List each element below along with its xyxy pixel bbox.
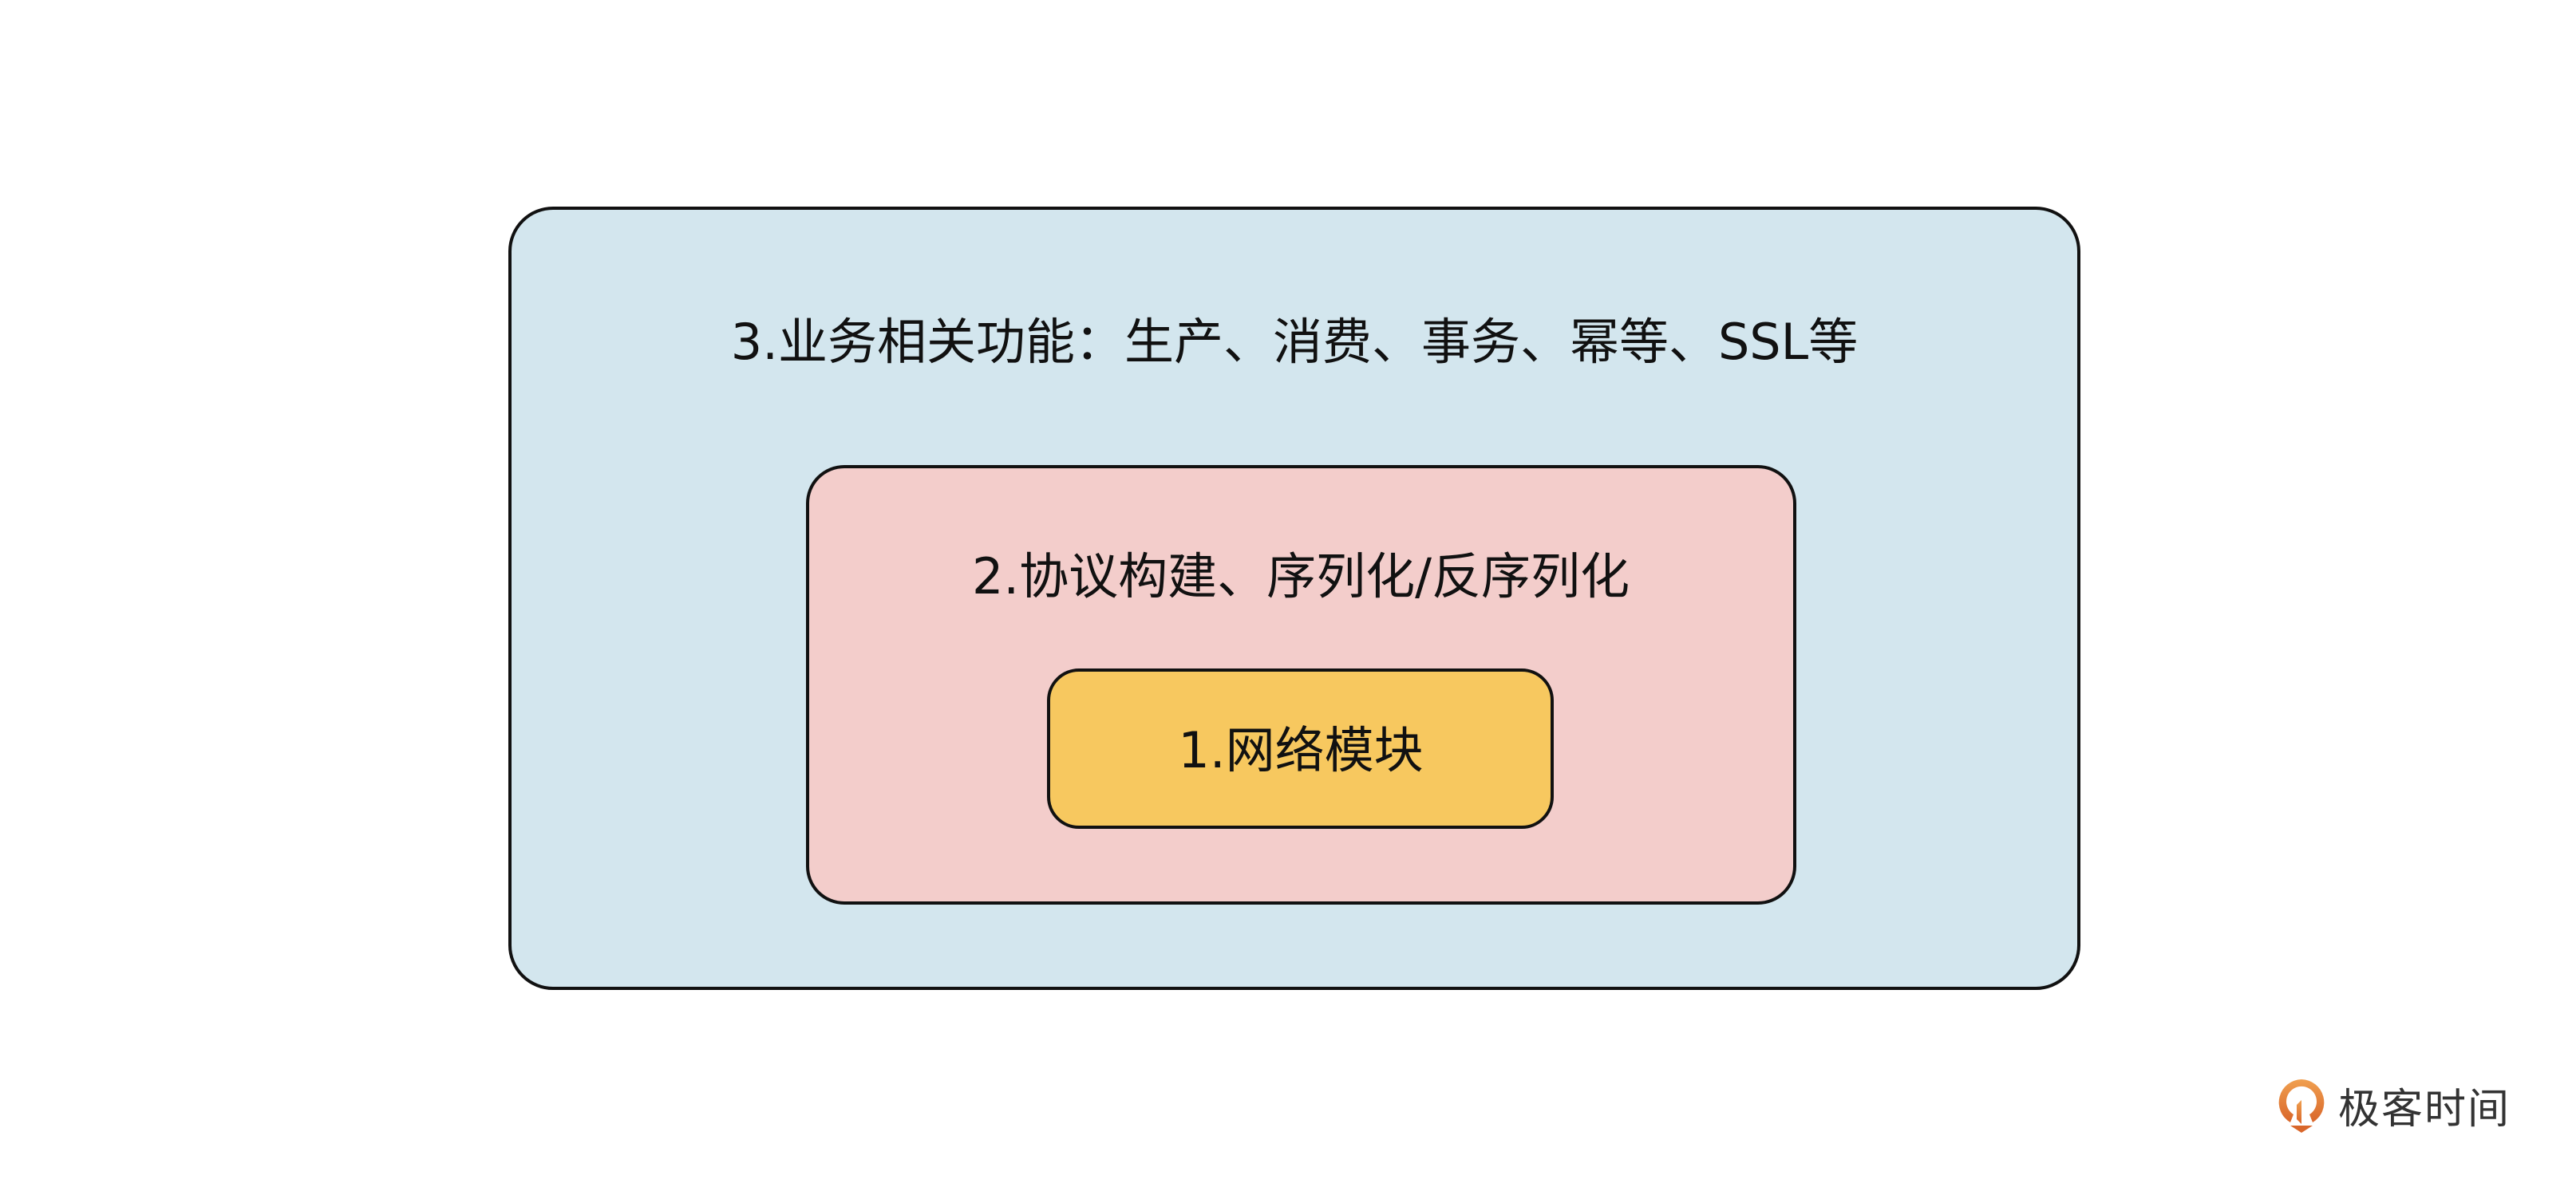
geektime-logo-icon [2278, 1079, 2325, 1133]
geektime-logo: 极客时间 [2276, 1075, 2511, 1135]
layer-3-label: 3.业务相关功能：生产、消费、事务、幂等、SSL等 [730, 313, 1859, 371]
geektime-logo-text: 极客时间 [2338, 1086, 2511, 1134]
layer-1-label: 1.网络模块 [1178, 721, 1424, 779]
layer-1-network-box [1047, 668, 1554, 829]
layer-2-label: 2.协议构建、序列化/反序列化 [971, 547, 1630, 605]
